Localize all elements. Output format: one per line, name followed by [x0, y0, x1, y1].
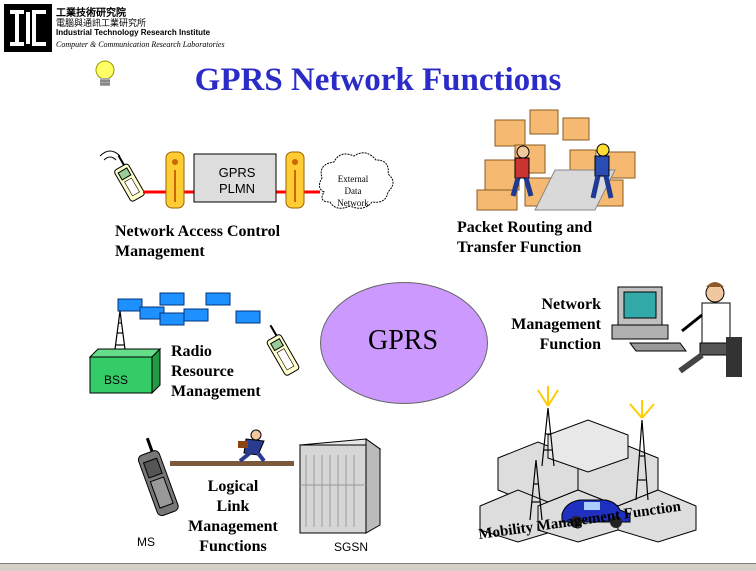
network-access-line2: Management: [115, 243, 205, 260]
radio-line3: Management: [171, 383, 261, 400]
packet-routing-line1: Packet Routing and: [457, 219, 593, 236]
computer-operator-illustration: [610, 275, 745, 390]
cloud-line2: Data: [344, 186, 362, 196]
mobile-handset-icon: [137, 437, 179, 517]
gateway-icon: [285, 151, 305, 209]
org-dept-en: Computer & Communication Research Labora…: [56, 40, 225, 49]
radio-resource-label: Radio Resource Management: [171, 342, 261, 402]
logical-link-line3: Management: [188, 518, 278, 535]
lightbulb-icon: [94, 60, 116, 95]
logical-link-diagram: [134, 425, 394, 545]
car-icon: [561, 499, 631, 528]
external-data-network-label: External Data Network: [322, 173, 384, 209]
gprs-core-label: GPRS: [367, 325, 439, 356]
worker-icon: [590, 143, 614, 199]
network-mgmt-line2: Management: [511, 316, 601, 333]
packet-routing-line2: Transfer Function: [457, 239, 582, 256]
logical-link-label: Logical Link Management Functions: [177, 477, 289, 557]
network-access-line1: Network Access Control: [115, 223, 281, 240]
plmn-line2: PLMN: [218, 181, 256, 196]
window-bottom-border: [0, 563, 756, 571]
mobility-cells-diagram: [478, 380, 718, 550]
operator-icon: [678, 282, 742, 377]
running-man-icon: [238, 429, 266, 463]
radio-resource-diagram: [88, 285, 318, 400]
computer-monitor-icon: [611, 286, 687, 352]
network-management-label: Network Management Function: [495, 295, 601, 355]
network-access-label: Network Access Control Management: [115, 222, 280, 262]
radio-line1: Radio: [171, 343, 212, 360]
antenna-tower-icon: [529, 407, 649, 521]
logical-link-line1: Logical: [207, 478, 259, 495]
network-mgmt-line1: Network: [541, 296, 601, 313]
logical-link-line4: Functions: [199, 538, 267, 555]
mobile-phone-icon: [266, 324, 300, 376]
mobile-phone-icon: [114, 154, 145, 202]
cloud-line1: External: [337, 174, 369, 184]
radio-line2: Resource: [171, 363, 234, 380]
cloud-line3: Network: [337, 198, 369, 208]
org-dept-zh: 電腦與通訊工業研究所: [56, 18, 147, 28]
page-title: GPRS Network Functions: [194, 62, 562, 98]
sgsn-label: SGSN: [334, 540, 369, 554]
bss-box: [88, 347, 162, 395]
network-mgmt-line3: Function: [539, 336, 601, 353]
logical-link-line2: Link: [216, 498, 250, 515]
packet-routing-illustration: [475, 100, 645, 220]
worker-icon: [510, 145, 534, 197]
packet-routing-label: Packet Routing and Transfer Function: [457, 218, 592, 258]
cloud-icon: [318, 152, 394, 209]
gateway-icon: [165, 151, 185, 209]
sgsn-server-icon: [298, 438, 382, 534]
itri-logo: [4, 4, 52, 52]
org-name-zh: 工業技術研究院: [56, 8, 126, 19]
network-access-diagram: [98, 140, 408, 225]
bss-label: BSS: [104, 373, 129, 387]
gprs-core-ellipse: [320, 282, 488, 404]
plmn-line1: GPRS: [218, 165, 256, 180]
org-name-en: Industrial Technology Research Institute: [56, 28, 211, 37]
gprs-plmn-label: GPRS PLMN: [196, 165, 278, 197]
ms-label: MS: [137, 535, 155, 549]
antenna-tower-icon: [113, 310, 127, 358]
